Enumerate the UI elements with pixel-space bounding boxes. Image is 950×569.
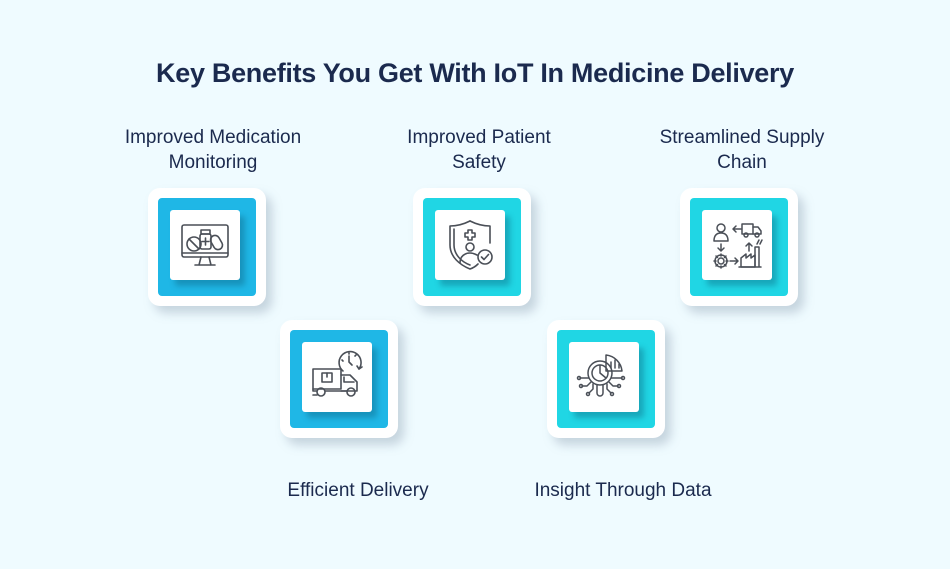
icon-tile	[302, 342, 372, 412]
benefit-label-supply-chain: Streamlined Supply Chain	[612, 125, 872, 175]
benefit-card-insight-data	[547, 320, 665, 438]
label-line: Safety	[452, 152, 506, 173]
card-accent	[290, 330, 388, 428]
icon-tile	[702, 210, 772, 280]
icon-tile	[569, 342, 639, 412]
label-line: Improved Medication	[124, 127, 302, 148]
benefit-card-efficient-delivery	[280, 320, 398, 438]
card-accent	[557, 330, 655, 428]
benefit-label-insight-data: Insight Through Data	[493, 478, 753, 503]
data-analytics-magnifier-icon	[576, 354, 626, 397]
label-line: Insight Through Data	[534, 480, 712, 501]
icon-tile	[435, 210, 505, 280]
icon-tile	[170, 210, 240, 280]
shield-person-check-icon	[449, 220, 493, 270]
monitor-pills-icon	[181, 224, 229, 266]
benefit-card-medication-monitoring	[148, 188, 266, 306]
supply-chain-cycle-icon	[713, 223, 763, 269]
benefit-label-medication-monitoring: Improved Medication Monitoring	[83, 125, 343, 175]
label-line: Chain	[717, 152, 767, 173]
delivery-truck-clock-icon	[312, 350, 363, 397]
benefit-card-supply-chain	[680, 188, 798, 306]
label-line: Improved Patient	[407, 127, 551, 148]
card-accent	[423, 198, 521, 296]
page-title: Key Benefits You Get With IoT In Medicin…	[156, 58, 794, 88]
label-line: Streamlined Supply	[659, 127, 825, 148]
benefit-card-patient-safety	[413, 188, 531, 306]
benefit-label-efficient-delivery: Efficient Delivery	[228, 478, 488, 503]
card-accent	[690, 198, 788, 296]
card-accent	[158, 198, 256, 296]
label-line: Efficient Delivery	[287, 480, 429, 501]
label-line: Monitoring	[168, 152, 258, 173]
benefit-label-patient-safety: Improved Patient Safety	[349, 125, 609, 175]
